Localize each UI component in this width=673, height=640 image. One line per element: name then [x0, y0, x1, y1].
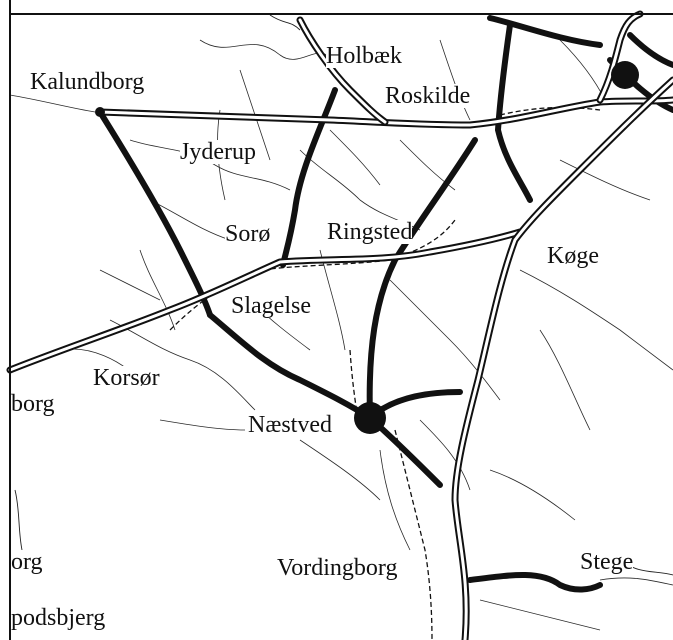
map-frame-top-edge: [9, 13, 673, 15]
town-label-vordingborg: Vordingborg: [277, 555, 398, 581]
town-label-soro: Sorø: [225, 221, 271, 247]
map-frame-left-edge: [9, 0, 11, 640]
town-label-holbaek: Holbæk: [326, 43, 403, 69]
motorways: [6, 10, 673, 640]
town-label-kalundborg: Kalundborg: [30, 69, 145, 95]
naestved-marker: [354, 402, 386, 434]
town-label-jyderup: Jyderup: [180, 139, 256, 165]
town-label-roskilde: Roskilde: [385, 83, 471, 109]
town-label-korsor: Korsør: [93, 365, 160, 391]
town-label-slagelse: Slagelse: [231, 293, 311, 319]
town-label-naestved: Næstved: [248, 412, 332, 438]
town-label-stege: Stege: [580, 549, 634, 575]
town-label-koge: Køge: [547, 243, 599, 269]
town-label-org: org: [11, 549, 43, 575]
copenhagen-marker: [611, 61, 639, 89]
town-label-podsbjerg: podsbjerg: [11, 605, 106, 631]
coastline: [14, 14, 673, 576]
town-label-ringsted: Ringsted: [327, 219, 413, 245]
kalundborg-marker: [95, 107, 105, 117]
town-markers: [95, 61, 639, 434]
town-label-borg: borg: [11, 391, 55, 417]
